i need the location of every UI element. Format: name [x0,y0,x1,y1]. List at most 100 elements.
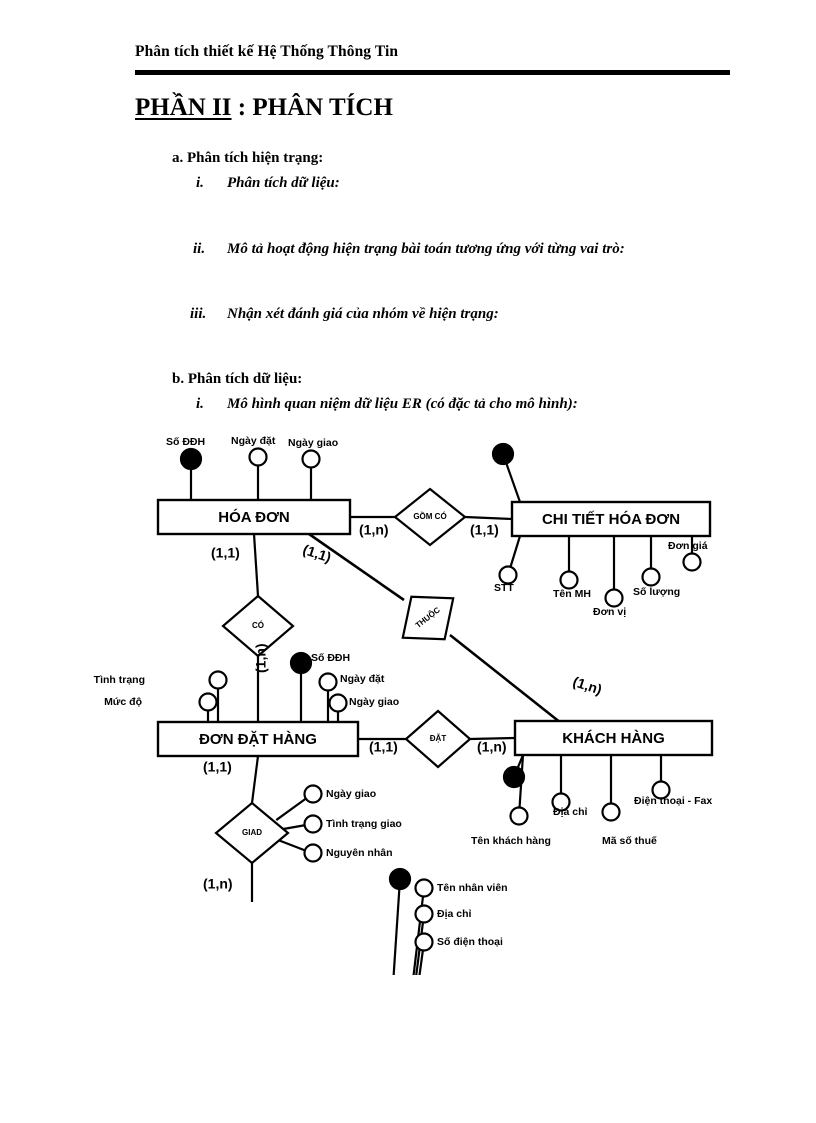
attribute-label: Địa chỉ [553,806,588,818]
entity-box [513,719,714,757]
attribute-label: Tên khách hàng [471,835,551,847]
attribute-connector [504,461,522,503]
link-dat-khachhang [469,736,516,741]
attribute-label: Tình trạng giao [326,818,402,830]
cardinality-label: (1,1) [203,759,232,775]
section-a-ii-marker: ii. [193,241,206,257]
attribute-label: Đơn giá [668,540,708,552]
relationship-giao: GIAD [214,801,290,865]
attribute-connector [509,535,522,568]
relationship-label: CÓ [252,621,264,630]
key-attribute-node [502,765,526,789]
attribute-node [248,447,268,467]
link-dondathang-giao [250,755,260,804]
section-b-i-marker: i. [196,396,204,412]
attribute-node [414,904,434,924]
cardinality-label: (1,1) [301,541,333,565]
attribute-label: Đơn vị [593,606,626,618]
relationship-label: GỒM CÓ [413,511,446,521]
key-attribute-node [289,651,313,675]
attribute-connector [392,887,401,975]
section-a-iii-text: Nhận xét đánh giá của nhóm về hiện trạng… [227,306,499,322]
attribute-label: Ngày đặt [340,673,385,685]
entity-dondathang: ĐƠN ĐẶT HÀNG [156,720,360,758]
attribute-node [303,784,323,804]
entity-khachhang: KHÁCH HÀNG [513,719,714,757]
attribute-node [208,670,228,690]
cardinality-label: (1,1) [211,545,240,561]
relationship-label: ĐẶT [430,734,447,743]
link-hoadon-co [252,533,260,597]
page-title-underlined: PHẦN II [135,94,232,121]
attribute-label: Điện thoại - Fax [634,795,712,807]
attribute-node [414,878,434,898]
er-links-layer [189,461,694,975]
attribute-label: Ngày giao [349,696,399,708]
link-hoadon-thuoc [308,532,405,602]
attribute-label: Mức độ [104,696,142,708]
attribute-label: Ngày giao [288,437,338,449]
attribute-node [318,672,338,692]
attribute-label: Nguyên nhân [326,847,393,859]
attribute-label: Số điện thoại [437,936,503,948]
attribute-label: STT [494,582,514,594]
attribute-node [414,932,434,952]
section-b: b. Phân tích dữ liệu: [172,371,302,388]
attribute-label: Mã số thuế [602,835,657,847]
section-b-text: Phân tích dữ liệu: [187,371,303,387]
relationship-diamond [401,595,455,641]
key-attribute-node [179,447,203,471]
section-a-iii-marker: iii. [190,306,207,322]
page-header-title: Phân tích thiết kế Hệ Thống Thông Tin [135,43,399,60]
attribute-node [641,567,661,587]
link-gomco-chitiet [464,515,513,521]
attribute-node [601,802,621,822]
relationship-diamond [214,801,290,865]
page-title-rest: : PHÂN TÍCH [231,94,393,121]
cardinality-label: (1,n) [203,876,233,892]
er-relationships-layer: GỒM CÓ THUỘC CÓ ĐẶT GIAD [214,487,472,865]
attribute-node [559,570,579,590]
attribute-node [301,449,321,469]
attribute-connector [412,896,425,975]
section-a-i-text: Phân tích dữ liệu: [227,175,340,191]
entity-label: HÓA ĐƠN [218,508,289,526]
cardinality-label: (1,n) [253,643,269,673]
attribute-node [303,814,323,834]
cardinality-label: (1,1) [369,739,398,755]
er-diagram-canvas: GỒM CÓ THUỘC CÓ ĐẶT GIAD HÓA ĐƠN CHI TIẾT HÓA… [94,435,714,975]
relationship-diamond [221,594,295,658]
relationship-diamond [393,487,467,547]
cardinality-label: (1,n) [359,522,389,538]
er-entities-layer: HÓA ĐƠN CHI TIẾT HÓA ĐƠN ĐƠN ĐẶT HÀNG KHÁCH… [156,498,714,758]
attribute-node [682,552,702,572]
attribute-label: Ngày giao [326,788,376,800]
attribute-node [509,806,529,826]
attribute-node [651,780,671,800]
entity-hoadon: HÓA ĐƠN [156,498,352,536]
key-attribute-node [388,867,412,891]
section-a-marker: a. [172,150,184,166]
section-b-marker: b. [172,371,185,387]
section-a-ii-text: Mô tả hoạt động hiện trạng bài toán tươn… [227,241,625,257]
attribute-node [551,792,571,812]
attribute-label: Tình trạng [94,674,145,686]
relationship-label: GIAD [242,828,262,837]
attribute-label: Ngày đặt [231,435,276,447]
attribute-node [198,692,218,712]
attribute-label: Số lượng [633,586,680,598]
attribute-label: Tên MH [553,588,591,600]
entity-label: ĐƠN ĐẶT HÀNG [199,731,317,748]
attribute-connector [275,797,307,821]
entity-chitiet: CHI TIẾT HÓA ĐƠN [510,500,712,538]
attribute-node [604,588,624,608]
attribute-node [498,565,518,585]
entity-box [156,498,352,536]
attribute-label: Tên nhân viên [437,882,508,894]
relationship-thuoc: THUỘC [401,595,455,641]
cardinality-label: (1,n) [571,673,604,697]
page-title: PHẦN II : PHÂN TÍCH [135,94,393,122]
